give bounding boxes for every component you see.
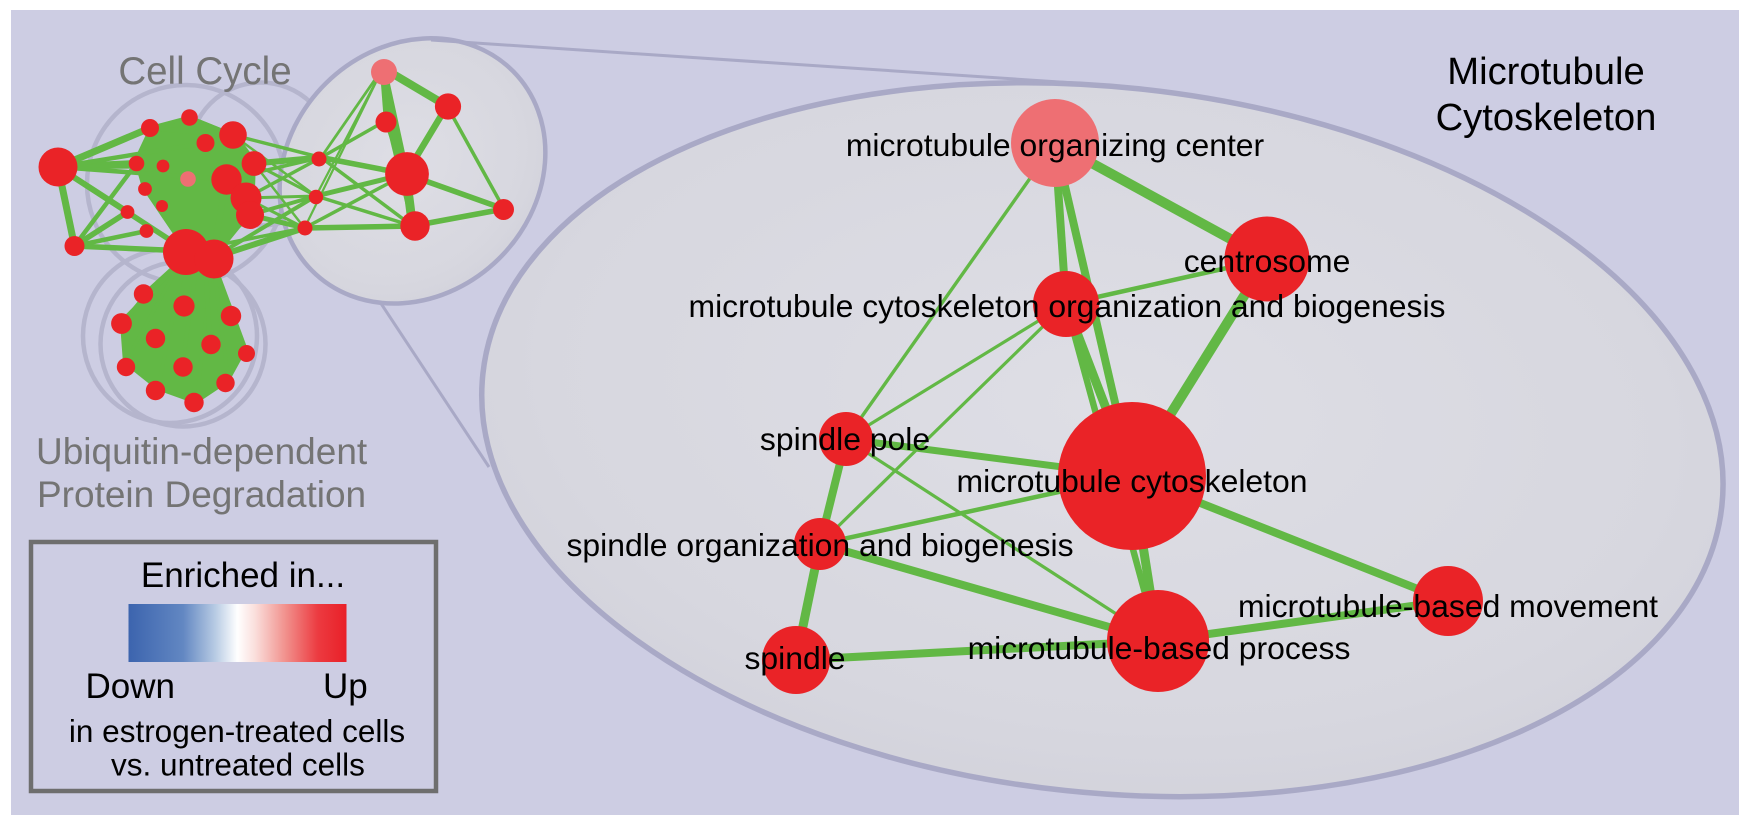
svg-text:Cytoskeleton: Cytoskeleton (1436, 96, 1657, 139)
svg-text:microtubule-based process: microtubule-based process (968, 630, 1351, 666)
svg-text:Protein Degradation: Protein Degradation (37, 474, 366, 515)
svg-text:microtubule cytoskeleton: microtubule cytoskeleton (957, 463, 1308, 499)
svg-text:vs. untreated cells: vs. untreated cells (111, 747, 365, 783)
svg-text:spindle pole: spindle pole (760, 421, 930, 457)
svg-text:Ubiquitin-dependent: Ubiquitin-dependent (36, 431, 368, 472)
svg-text:in estrogen-treated cells: in estrogen-treated cells (69, 713, 405, 749)
svg-text:Up: Up (323, 667, 368, 706)
svg-text:Microtubule: Microtubule (1447, 50, 1644, 93)
svg-text:spindle organization and bioge: spindle organization and biogenesis (566, 527, 1073, 563)
svg-text:spindle: spindle (744, 640, 845, 676)
svg-text:Down: Down (86, 667, 175, 706)
svg-text:microtubule cytoskeleton organ: microtubule cytoskeleton organization an… (689, 288, 1446, 324)
svg-text:microtubule organizing center: microtubule organizing center (846, 127, 1265, 163)
svg-text:Cell Cycle: Cell Cycle (118, 50, 291, 93)
svg-text:centrosome: centrosome (1184, 243, 1351, 279)
svg-text:Enriched in...: Enriched in... (141, 556, 345, 595)
svg-text:microtubule-based movement: microtubule-based movement (1238, 588, 1658, 624)
